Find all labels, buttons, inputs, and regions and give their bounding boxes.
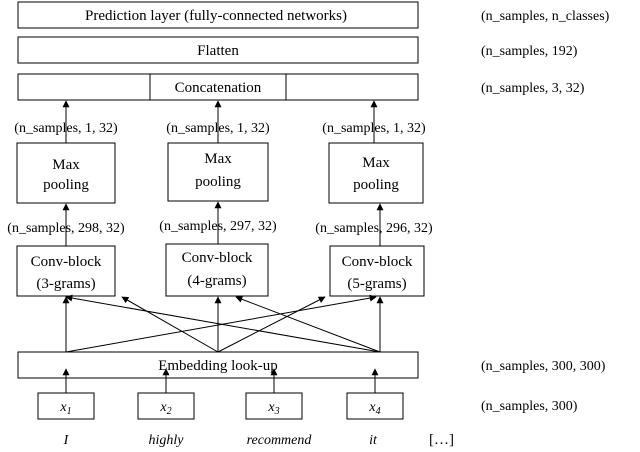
embedding-layer: Embedding look-up <box>17 351 419 379</box>
max-pooling-label-line2: pooling <box>195 174 241 190</box>
conv-block-label-line2: (5-grams) <box>347 276 406 292</box>
conv-block-label-line1: Conv-block <box>342 254 413 270</box>
svg-text:x4: x4 <box>368 400 380 417</box>
flatten-label: Flatten <box>197 43 239 59</box>
token-x1: x1 <box>37 392 95 420</box>
prediction-shape: (n_samples, n_classes) <box>481 9 610 24</box>
svg-text:x2: x2 <box>159 400 171 417</box>
token-var: x <box>267 400 275 415</box>
token-x4: x4 <box>346 392 404 420</box>
concatenation-shape: (n_samples, 3, 32) <box>481 81 585 96</box>
conv-to-pool-arrows <box>62 201 384 246</box>
conv-shape-5grams: (n_samples, 296, 32) <box>315 221 433 236</box>
pool-shape-4grams: (n_samples, 1, 32) <box>166 121 270 136</box>
token-to-embedding-arrows <box>62 368 379 393</box>
input-shape: (n_samples, 300) <box>481 399 578 414</box>
flatten-shape: (n_samples, 192) <box>481 44 578 59</box>
token-subscript: 2 <box>167 406 172 417</box>
token-x3: x3 <box>245 392 303 420</box>
svg-text:x1: x1 <box>59 400 71 417</box>
max-pooling-label-line2: pooling <box>43 177 89 193</box>
conv-block-5grams: Conv-block (5-grams) <box>329 245 425 297</box>
max-pooling-label-line2: pooling <box>353 177 399 193</box>
conv-block-label-line1: Conv-block <box>182 250 253 266</box>
ellipsis-marker: […] <box>429 432 454 448</box>
embedding-label: Embedding look-up <box>158 358 278 374</box>
max-pooling-label-line1: Max <box>52 157 80 173</box>
conv-block-label-line2: (3-grams) <box>36 276 95 292</box>
max-pooling-label-line1: Max <box>204 151 232 167</box>
concatenation-label: Concatenation <box>175 80 262 96</box>
pool-shape-3grams: (n_samples, 1, 32) <box>14 121 118 136</box>
svg-text:x3: x3 <box>267 400 279 417</box>
token-subscript: 1 <box>67 406 72 417</box>
max-pooling-4grams: Max pooling <box>167 142 269 202</box>
concatenation-layer: Concatenation <box>17 73 419 101</box>
word-highly: highly <box>149 433 185 448</box>
conv-shape-3grams: (n_samples, 298, 32) <box>7 221 125 236</box>
conv-block-label-line2: (4-grams) <box>187 273 246 289</box>
conv-block-4grams: Conv-block (4-grams) <box>165 243 269 297</box>
token-subscript: 3 <box>274 406 280 417</box>
word-i: I <box>63 433 70 448</box>
prediction-layer: Prediction layer (fully-connected networ… <box>17 1 419 29</box>
max-pooling-5grams: Max pooling <box>328 142 424 204</box>
word-recommend: recommend <box>247 433 313 448</box>
prediction-layer-label: Prediction layer (fully-connected networ… <box>85 8 347 24</box>
token-var: x <box>368 400 376 415</box>
token-var: x <box>59 400 67 415</box>
embedding-to-conv-arrows <box>62 294 384 353</box>
word-it: it <box>369 433 378 448</box>
token-x2: x2 <box>137 392 195 420</box>
max-pooling-3grams: Max pooling <box>16 142 116 204</box>
token-var: x <box>159 400 167 415</box>
token-subscript: 4 <box>376 406 381 417</box>
max-pooling-label-line1: Max <box>362 155 390 171</box>
pool-to-concat-arrows <box>62 100 378 143</box>
conv-shape-4grams: (n_samples, 297, 32) <box>159 219 277 234</box>
embedding-shape: (n_samples, 300, 300) <box>481 359 606 374</box>
conv-block-3grams: Conv-block (3-grams) <box>16 245 116 297</box>
flatten-layer: Flatten <box>17 36 419 64</box>
conv-block-label-line1: Conv-block <box>31 254 102 270</box>
pool-shape-5grams: (n_samples, 1, 32) <box>322 121 426 136</box>
